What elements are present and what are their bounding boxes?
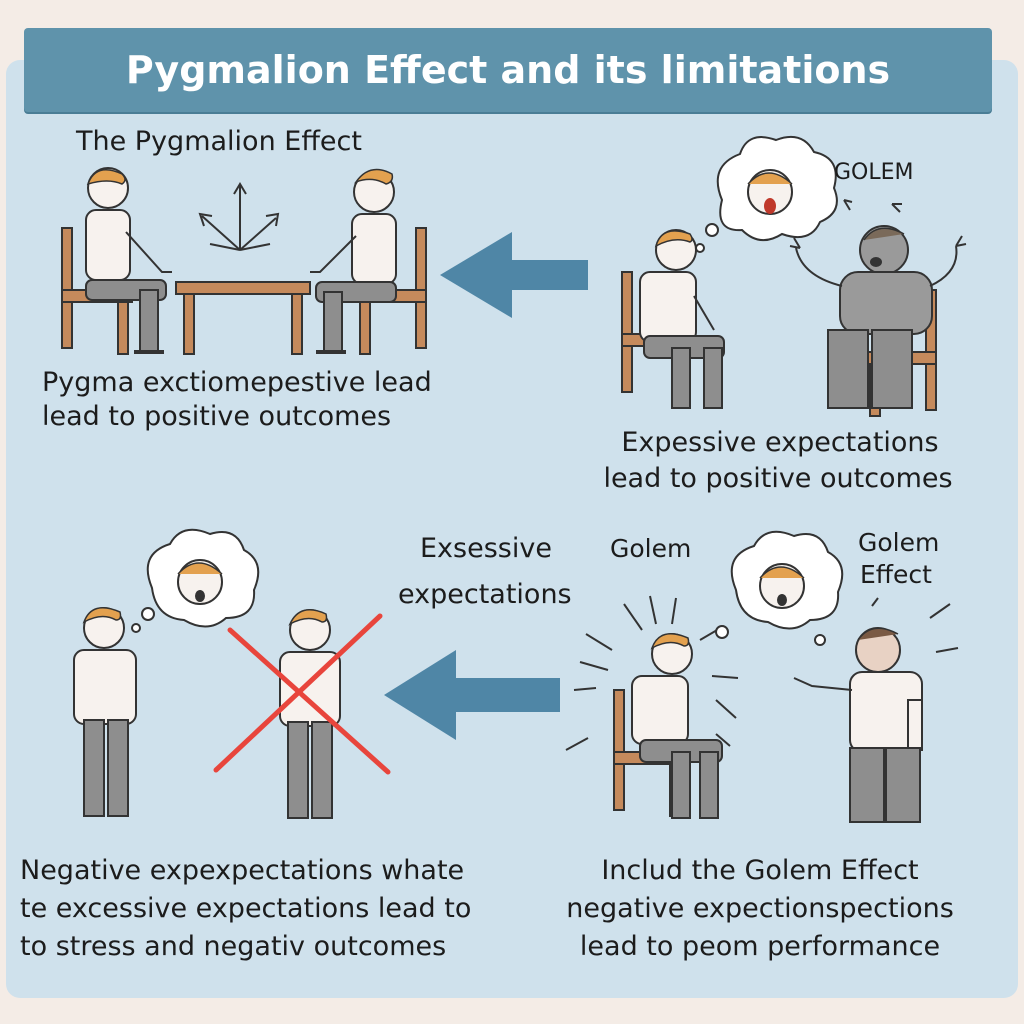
person-seated-right: [310, 168, 397, 354]
thought-bubble-top: [695, 136, 838, 253]
golem-scene-bottom: [565, 530, 959, 823]
golem-label-middle: Golem: [610, 534, 692, 563]
person-stressed: [631, 633, 723, 819]
expectation-arrows: [198, 182, 280, 251]
thought-bubble-bottom-right: [715, 530, 844, 646]
bottom-right-caption-line3: lead to peom performance: [579, 931, 941, 962]
background-panel: [6, 60, 1018, 998]
page-title: Pygmalion Effect and its limitations: [125, 48, 891, 92]
title-banner: Pygmalion Effect and its limitations: [24, 28, 992, 112]
golem-effect-label-line2: Effect: [860, 560, 932, 589]
person-seated-left: [85, 167, 172, 354]
table: [175, 281, 311, 355]
golem-scene-top: [621, 136, 967, 417]
excessive-label-line2: expectations: [398, 579, 572, 610]
arrow-left-bottom: [384, 650, 560, 740]
top-right-caption-line1: Expessive expectations: [621, 427, 939, 458]
top-right-caption-line2: lead to positive outcomes: [603, 463, 953, 494]
pygmalion-heading: The Pygmalion Effect: [76, 126, 362, 157]
stress-lines: [565, 595, 739, 751]
golem-effect-label-line1: Golem: [858, 528, 940, 557]
person-standing-crossed: [279, 609, 341, 819]
top-left-caption-line1: Pygma exctiomepestive lead: [42, 367, 432, 398]
thought-bubble-bottom-left: [131, 528, 260, 633]
golem-pointing: [793, 627, 923, 823]
arrow-left-top: [440, 232, 588, 318]
golem-figure: [789, 225, 967, 409]
bottom-left-caption-line2: te excessive expectations lead to: [20, 893, 472, 924]
red-cross-mark: [213, 613, 391, 775]
excessive-label-line1: Exsessive: [420, 533, 552, 564]
pygmalion-scene: [61, 167, 427, 355]
top-left-caption-line2: lead to positive outcomes: [42, 401, 392, 432]
bottom-left-caption-line1: Negative expexpectations whate: [20, 855, 465, 886]
bottom-left-caption-line3: to stress and negativ outcomes: [20, 931, 447, 962]
bottom-right-caption-line1: Includ the Golem Effect: [601, 855, 919, 886]
negative-scene: [73, 528, 391, 819]
bottom-right-caption-line2: negative expectionspections: [566, 893, 954, 924]
person-standing-left: [73, 607, 137, 817]
golem-label-top: GOLEM: [834, 160, 914, 185]
person-seated-top-right: [639, 229, 725, 409]
